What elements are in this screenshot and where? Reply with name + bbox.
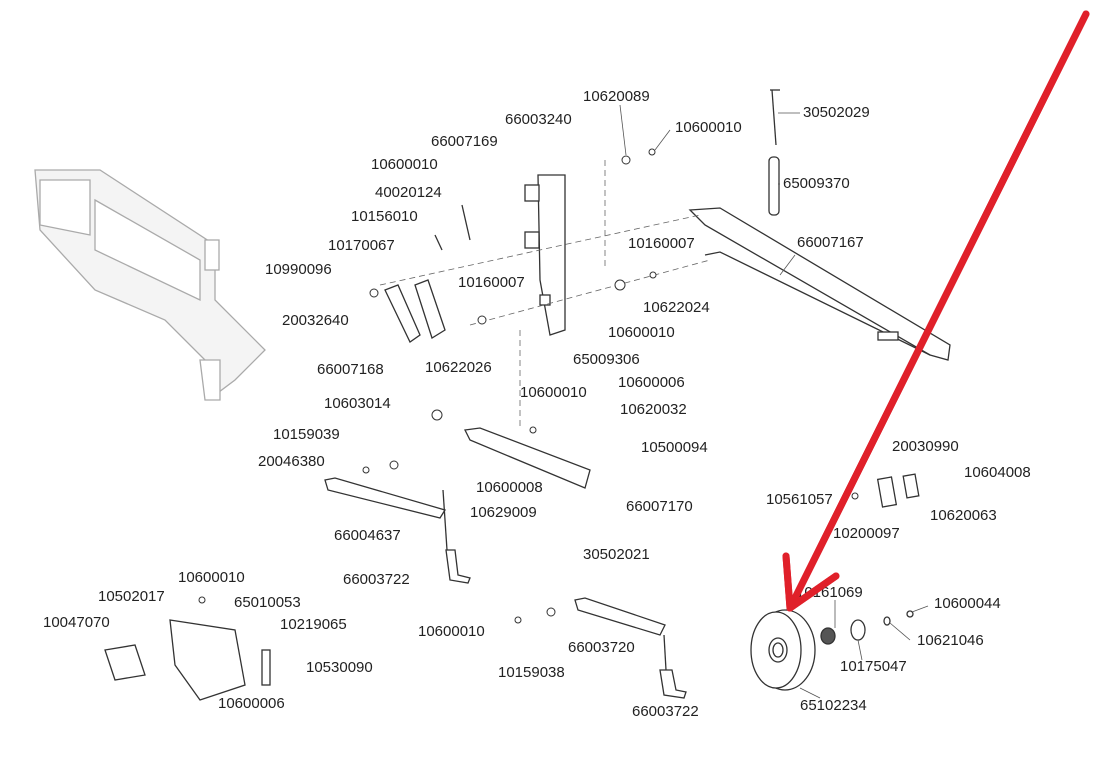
shield-65010053 xyxy=(169,619,246,701)
part-label: 10600010 xyxy=(178,569,245,586)
pedal-66003722-a xyxy=(445,549,471,584)
part-label: 10500094 xyxy=(641,439,708,456)
part-label: 10629009 xyxy=(470,504,537,521)
part-label: 40020124 xyxy=(375,184,442,201)
part-label: 10600010 xyxy=(675,119,742,136)
part-label: 65010053 xyxy=(234,594,301,611)
part-label: 10530090 xyxy=(306,659,373,676)
part-label: 20032640 xyxy=(282,312,349,329)
part-label: 10170067 xyxy=(328,237,395,254)
arm-66007167 xyxy=(688,207,951,361)
part-label: 10159038 xyxy=(498,664,565,681)
part-label: 10600044 xyxy=(934,595,1001,612)
part-label: 10621046 xyxy=(917,632,984,649)
part-label: 30502021 xyxy=(583,546,650,563)
part-label: 10620089 xyxy=(583,88,650,105)
part-label: 66003722 xyxy=(632,703,699,720)
pedal-66003722-b xyxy=(659,669,687,699)
bracket-66003240 xyxy=(524,174,566,336)
part-label: 10620063 xyxy=(930,507,997,524)
part-label: 10160007 xyxy=(458,274,525,291)
part-label: 10600008 xyxy=(476,479,543,496)
part-label: 10600006 xyxy=(618,374,685,391)
part-label: 10604008 xyxy=(964,464,1031,481)
tractor-frame xyxy=(34,169,266,401)
part-label: 10561057 xyxy=(766,491,833,508)
bolt-30502029 xyxy=(770,89,780,146)
part-label: 10175047 xyxy=(840,658,907,675)
part-label: 66003240 xyxy=(505,111,572,128)
part-label: 10159039 xyxy=(273,426,340,443)
arm-66003720 xyxy=(574,597,666,636)
part-label: 10990096 xyxy=(265,261,332,278)
part-label: 66007167 xyxy=(797,234,864,251)
part-label: 20046380 xyxy=(258,453,325,470)
part-label: 10200097 xyxy=(833,525,900,542)
part-label: 66003720 xyxy=(568,639,635,656)
part-label: 10047070 xyxy=(43,614,110,631)
part-label: 66007168 xyxy=(317,361,384,378)
part-label: 66003722 xyxy=(343,571,410,588)
part-label: 10161069 xyxy=(796,584,863,601)
part-label: 65009370 xyxy=(783,175,850,192)
part-label: 66007170 xyxy=(626,498,693,515)
part-label: 10600010 xyxy=(371,156,438,173)
arm-66007170 xyxy=(464,427,591,489)
part-label: 10156010 xyxy=(351,208,418,225)
part-label: 66007169 xyxy=(431,133,498,150)
part-label: 10622026 xyxy=(425,359,492,376)
part-label: 10600010 xyxy=(418,623,485,640)
arm-66004637 xyxy=(324,477,447,519)
part-label: 10603014 xyxy=(324,395,391,412)
levers xyxy=(384,204,471,343)
part-label: 10600006 xyxy=(218,695,285,712)
part-label: 65009306 xyxy=(573,351,640,368)
part-label: 10219065 xyxy=(280,616,347,633)
part-label: 66004637 xyxy=(334,527,401,544)
part-label: 10622024 xyxy=(643,299,710,316)
part-label: 10600010 xyxy=(520,384,587,401)
part-label: 10600010 xyxy=(608,324,675,341)
wheel-65102234 xyxy=(750,609,914,691)
spring-65009370 xyxy=(768,156,780,216)
part-label: 30502029 xyxy=(803,104,870,121)
part-label: 10160007 xyxy=(628,235,695,252)
part-label: 10620032 xyxy=(620,401,687,418)
part-label: 10502017 xyxy=(98,588,165,605)
part-label: 20030990 xyxy=(892,438,959,455)
highlighted-part-label: 65102234 xyxy=(800,697,867,714)
bracket-10047070 xyxy=(104,644,146,681)
